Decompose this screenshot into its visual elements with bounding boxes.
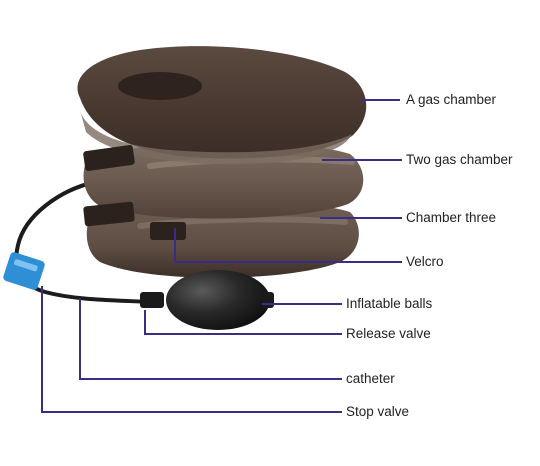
a-gas-chamber-body bbox=[77, 46, 367, 165]
label-release-valve: Release valve bbox=[346, 326, 431, 341]
inflatable-ball-part bbox=[140, 270, 274, 330]
label-velcro: Velcro bbox=[406, 254, 444, 269]
label-catheter: catheter bbox=[346, 371, 395, 386]
label-inflatable-balls: Inflatable balls bbox=[346, 296, 433, 311]
label-chamber-three: Chamber three bbox=[406, 210, 497, 225]
stop-valve-part bbox=[3, 252, 45, 290]
label-stop-valve: Stop valve bbox=[346, 404, 410, 419]
leader-lines bbox=[41, 99, 402, 413]
label-a-gas-chamber: A gas chamber bbox=[406, 92, 497, 107]
velcro-straps bbox=[83, 145, 186, 240]
label-two-gas-chamber: Two gas chamber bbox=[406, 152, 513, 167]
